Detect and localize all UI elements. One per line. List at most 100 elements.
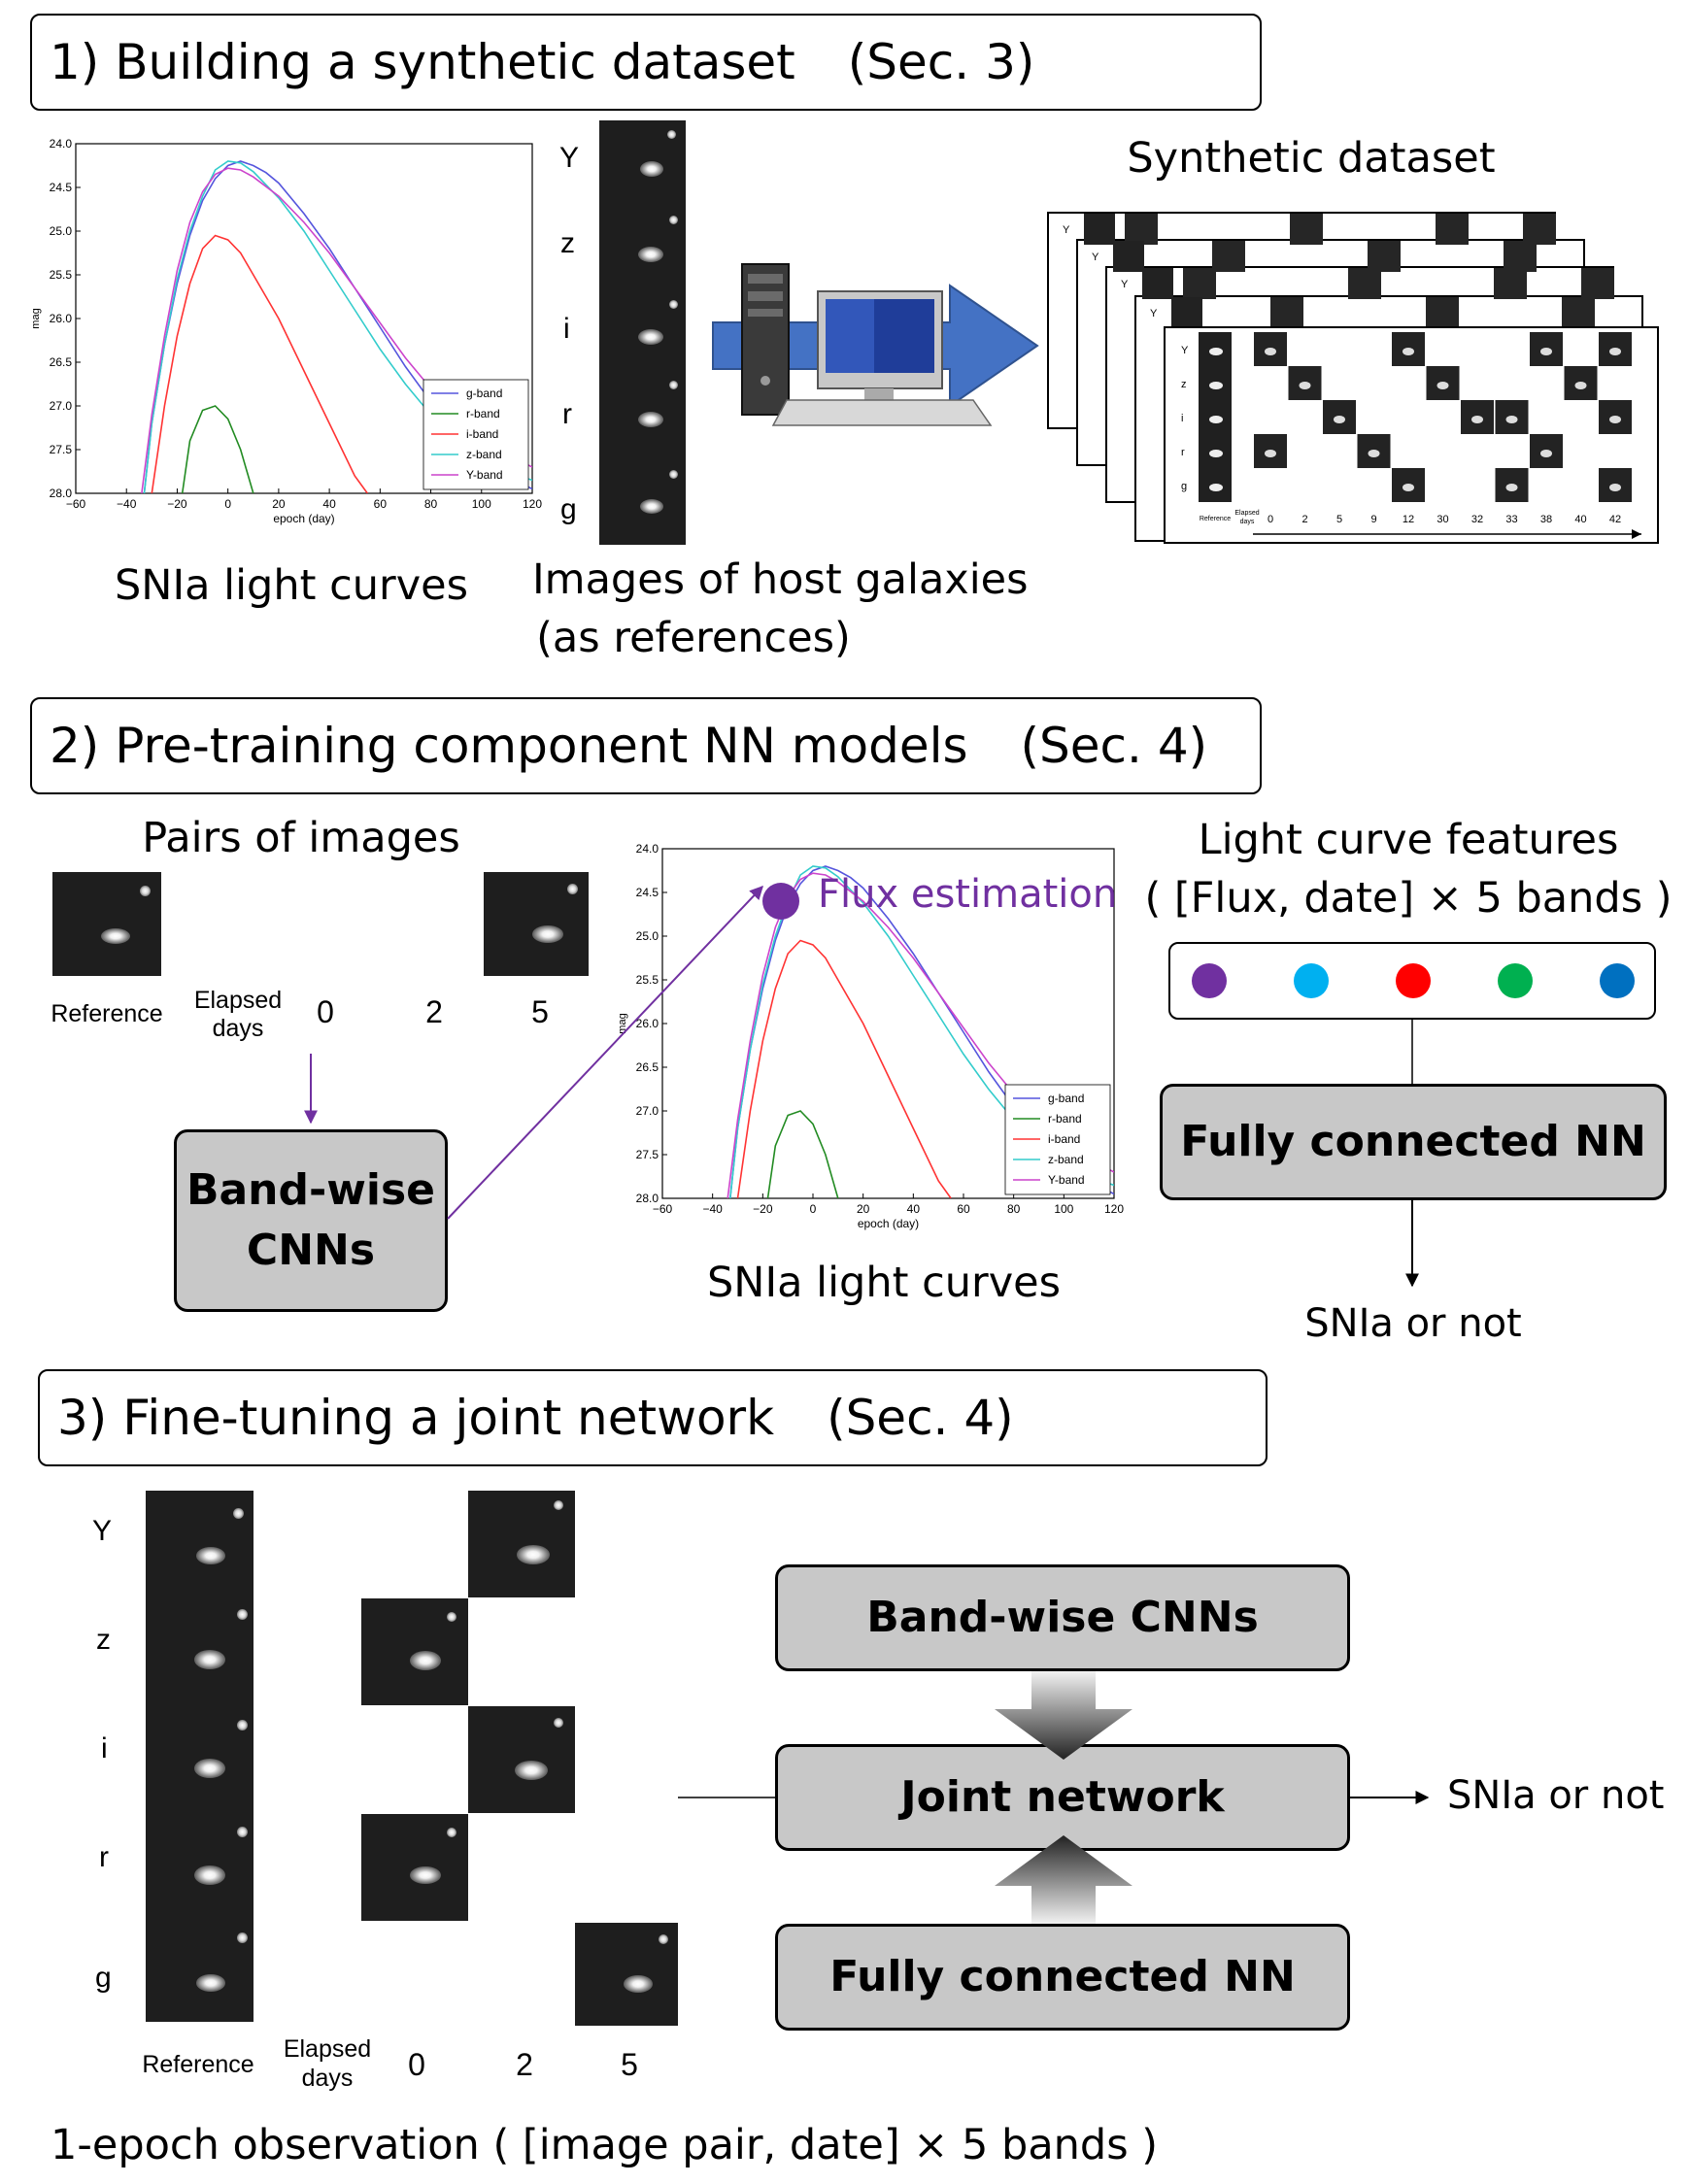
- cnn-to-joint-arrow: [995, 1671, 1132, 1760]
- front-epoch-galaxy: [1609, 484, 1621, 491]
- front-day-label: 40: [1574, 514, 1586, 525]
- host-band-label-z: z: [560, 227, 575, 259]
- section-1-ref: (Sec. 3): [847, 34, 1035, 90]
- pair-day-5: 5: [531, 994, 549, 1029]
- y-tick-label: 24.5: [50, 181, 73, 194]
- host-band-label-g: g: [560, 493, 577, 525]
- x-tick-label: 40: [907, 1202, 921, 1216]
- x-tick-label: 120: [1104, 1202, 1124, 1216]
- front-day-label: 2: [1301, 514, 1307, 525]
- front-ref-galaxy: [1209, 450, 1223, 457]
- series-line-i-band: [151, 234, 368, 493]
- sheet-ref-tile: [1113, 241, 1144, 272]
- section-1-header: 1) Building a synthetic dataset(Sec. 3): [30, 14, 1262, 111]
- y-tick-label: 26.5: [50, 355, 73, 369]
- front-epoch-galaxy: [1403, 348, 1414, 355]
- legend-label: z-band: [466, 448, 502, 461]
- y-tick-label: 25.5: [50, 268, 73, 282]
- section-3-header: 3) Fine-tuning a joint network(Sec. 4): [38, 1369, 1268, 1466]
- sheet-epoch-tile: [1523, 214, 1556, 245]
- sheet-epoch-tile: [1270, 297, 1303, 328]
- s3-epoch-image-z: [361, 1598, 468, 1705]
- sheet-epoch-tile: [1426, 297, 1459, 328]
- sheet-epoch-tile: [1562, 297, 1595, 328]
- y-tick-label: 25.0: [50, 224, 73, 238]
- y-tick-label: 27.0: [50, 399, 73, 413]
- sheet-epoch-tile: [1348, 268, 1381, 299]
- front-epoch-galaxy: [1609, 416, 1621, 423]
- s3-epoch-image-r: [361, 1814, 468, 1921]
- x-tick-label: 80: [424, 497, 438, 511]
- legend-label: r-band: [466, 407, 500, 420]
- pair-day-0: 0: [317, 994, 334, 1029]
- section-2-header: 2) Pre-training component NN models(Sec.…: [30, 697, 1262, 794]
- s3-reference-label: Reference: [142, 2051, 254, 2078]
- host-galaxy-strip: [599, 120, 686, 545]
- fully-connected-nn-box-2: Fully connected NN: [1160, 1084, 1667, 1200]
- y-tick-label: 25.0: [636, 929, 659, 943]
- front-epoch-galaxy: [1540, 348, 1552, 355]
- front-day-label: 38: [1540, 514, 1552, 525]
- x-tick-label: −60: [66, 497, 86, 511]
- y-tick-label: 24.0: [636, 842, 659, 856]
- feature-dot: [1294, 963, 1329, 998]
- front-epoch-galaxy: [1471, 416, 1483, 423]
- sheet-ref-tile: [1171, 297, 1202, 328]
- y-tick-label: 26.0: [636, 1017, 659, 1030]
- y-axis-label: mag: [617, 1013, 628, 1033]
- s3-band-label-i: i: [101, 1732, 108, 1764]
- sheet-band-label: Y: [1121, 279, 1129, 290]
- front-day-label: 12: [1403, 514, 1414, 525]
- x-tick-label: 0: [810, 1202, 817, 1216]
- front-epoch-galaxy: [1334, 416, 1345, 423]
- s3-day-0: 0: [408, 2047, 425, 2082]
- front-day-label: 33: [1505, 514, 1517, 525]
- s3-elapsed-label-2: days: [301, 2065, 354, 2092]
- s3-band-label-z: z: [96, 1624, 111, 1656]
- front-epoch-galaxy: [1505, 484, 1518, 491]
- sheet-epoch-tile: [1212, 241, 1245, 272]
- x-tick-label: −20: [167, 497, 187, 511]
- front-day-label: 0: [1268, 514, 1273, 525]
- pair-elapsed-label-1: Elapsed: [193, 987, 283, 1014]
- light-curve-chart-1: 24.024.525.025.526.026.527.027.528.0−60−…: [30, 137, 542, 525]
- host-band-label-r: r: [562, 398, 572, 430]
- section-2-title: 2) Pre-training component NN models: [50, 718, 968, 774]
- sheet-ref-tile: [1084, 214, 1115, 245]
- flux-estimation-point: [762, 883, 799, 920]
- front-reference-label: Reference: [1200, 516, 1231, 522]
- section-3-title: 3) Fine-tuning a joint network: [57, 1390, 775, 1446]
- front-epoch-galaxy: [1299, 382, 1311, 389]
- legend-label: i-band: [1048, 1132, 1080, 1146]
- sheet-epoch-tile: [1494, 268, 1527, 299]
- s3-elapsed-label-1: Elapsed: [283, 2035, 372, 2063]
- front-ref-galaxy: [1209, 348, 1223, 355]
- sheet-epoch-tile: [1581, 268, 1614, 299]
- computer-arrow-graphic: [712, 263, 1039, 426]
- flux-estimation-label: Flux estimation: [818, 872, 1118, 917]
- x-tick-label: 60: [374, 497, 388, 511]
- sheet-ref-tile: [1142, 268, 1173, 299]
- y-axis-label: mag: [30, 308, 42, 328]
- front-days-label: days: [1240, 519, 1255, 525]
- feature-vector-box: [1168, 942, 1656, 1020]
- s3-epoch-image-i: [468, 1706, 575, 1813]
- pairs-title: Pairs of images: [142, 814, 460, 862]
- front-epoch-galaxy: [1265, 450, 1276, 457]
- front-ref-galaxy: [1209, 416, 1223, 423]
- x-tick-label: −60: [653, 1202, 673, 1216]
- x-tick-label: −40: [702, 1202, 723, 1216]
- s3-joint-network-box: Joint network: [775, 1744, 1350, 1851]
- feature-dot: [1192, 963, 1227, 998]
- y-tick-label: 26.5: [636, 1060, 659, 1074]
- front-day-label: 32: [1471, 514, 1483, 525]
- sheet-epoch-tile: [1125, 214, 1158, 245]
- pair-reference-image: [52, 872, 161, 976]
- s3-bottom-caption: 1-epoch observation ( [image pair, date]…: [51, 2121, 1159, 2169]
- front-epoch-galaxy: [1505, 416, 1518, 423]
- feature-dot: [1498, 963, 1533, 998]
- series-line-r-band: [181, 405, 254, 493]
